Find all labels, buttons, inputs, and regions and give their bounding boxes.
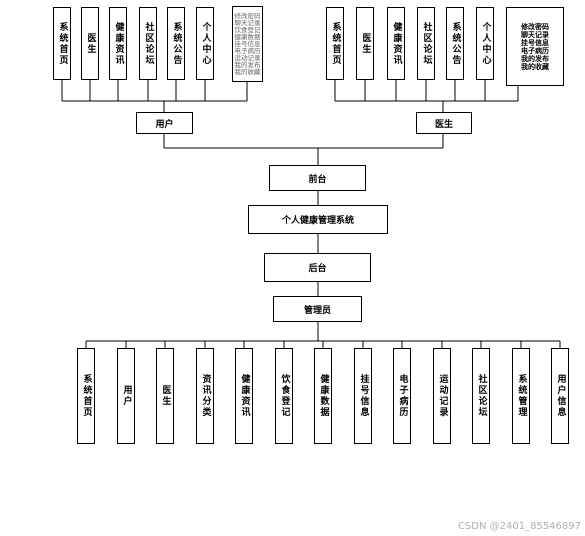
user-list-item: 聊天记录 [234, 18, 261, 27]
doctor-module-label: 医生 [360, 32, 371, 55]
doctor-module-label: 个人中心 [480, 21, 491, 66]
doctor-module-doctor: 医生 [356, 7, 374, 80]
admin-module-label: 挂号信息 [358, 374, 369, 418]
frontend-node-label: 前台 [308, 174, 327, 185]
admin-module-news-category: 资讯分类 [196, 348, 214, 444]
doctor-node-label: 医生 [434, 119, 453, 130]
admin-node-label: 管理员 [303, 305, 331, 316]
user-module-label: 医生 [85, 32, 96, 55]
user-list-item: 健康数据 [234, 32, 261, 41]
doctor-module-health-news: 健康资讯 [387, 7, 405, 80]
admin-module-label: 健康数据 [318, 374, 329, 418]
user-list-item: 挂号信息 [234, 39, 261, 48]
admin-module-home: 系统首页 [77, 348, 95, 444]
user-module-personal-center: 个人中心 [196, 7, 214, 80]
watermark: CSDN @2401_85546897 [457, 521, 581, 532]
admin-module-label: 医生 [160, 385, 171, 407]
user-list-item: 修改密码 [234, 11, 261, 20]
backend-node-label: 后台 [308, 264, 327, 274]
system-node: 个人健康管理系统 [248, 205, 388, 234]
user-module-label: 系统公告 [171, 21, 182, 66]
doctor-personal-list: 修改密码 聊天记录 挂号信息 电子病历 我的发布 我的收藏 [506, 7, 564, 86]
doctor-list-item: 修改密码 [521, 22, 549, 31]
user-module-label: 健康资讯 [113, 21, 124, 66]
admin-module-user-info: 用户信息 [551, 348, 569, 444]
doctor-module-label: 系统首页 [330, 21, 341, 66]
admin-module-label: 用户信息 [555, 374, 566, 418]
user-module-health-news: 健康资讯 [109, 7, 127, 80]
doctor-module-label: 社区论坛 [421, 21, 432, 66]
admin-module-doctor: 医生 [156, 348, 174, 444]
backend-node: 后台 [264, 253, 371, 282]
admin-module-health-news: 健康资讯 [235, 348, 253, 444]
user-list-item: 饮食登记 [234, 25, 261, 34]
doctor-module-label: 健康资讯 [391, 21, 402, 66]
user-module-label: 社区论坛 [143, 21, 154, 66]
admin-module-label: 用户 [121, 385, 132, 407]
admin-module-label: 运动记录 [437, 374, 448, 418]
user-node-label: 用户 [155, 119, 174, 130]
doctor-module-notice: 系统公告 [446, 7, 464, 80]
user-module-doctor: 医生 [81, 7, 99, 80]
admin-module-health-data: 健康数据 [314, 348, 332, 444]
user-personal-list: 修改密码 聊天记录 饮食登记 健康数据 挂号信息 电子病历 运动记录 我的发布 … [232, 6, 263, 82]
user-module-forum: 社区论坛 [139, 7, 157, 80]
admin-module-medical-record: 电子病历 [393, 348, 411, 444]
user-module-home: 系统首页 [53, 7, 71, 80]
admin-module-label: 系统首页 [81, 374, 92, 418]
admin-module-label: 社区论坛 [476, 374, 487, 418]
admin-module-system-management: 系统管理 [512, 348, 530, 444]
doctor-node: 医生 [416, 112, 472, 134]
admin-module-forum: 社区论坛 [472, 348, 490, 444]
admin-module-label: 健康资讯 [239, 374, 250, 418]
user-module-label: 个人中心 [200, 21, 211, 66]
doctor-list-item: 聊天记录 [521, 30, 549, 39]
user-list-item: 我的发布 [234, 60, 261, 69]
admin-module-registration: 挂号信息 [354, 348, 372, 444]
admin-module-exercise-record: 运动记录 [433, 348, 451, 444]
admin-module-label: 饮食登记 [279, 374, 290, 418]
user-list-item: 电子病历 [234, 46, 261, 55]
doctor-module-label: 系统公告 [450, 21, 461, 66]
user-list-item: 运动记录 [234, 53, 261, 62]
user-module-notice: 系统公告 [167, 7, 185, 80]
doctor-module-home: 系统首页 [326, 7, 344, 80]
system-node-label: 个人健康管理系统 [281, 216, 354, 226]
admin-module-user: 用户 [117, 348, 135, 444]
admin-module-label: 资讯分类 [200, 374, 211, 418]
doctor-list-item: 我的收藏 [521, 62, 549, 71]
admin-module-label: 电子病历 [397, 374, 408, 418]
doctor-module-personal-center: 个人中心 [476, 7, 494, 80]
admin-module-label: 系统管理 [516, 374, 527, 418]
doctor-list-item: 挂号信息 [521, 38, 549, 47]
admin-module-diet-record: 饮食登记 [275, 348, 293, 444]
user-module-label: 系统首页 [57, 21, 68, 66]
doctor-module-forum: 社区论坛 [417, 7, 435, 80]
admin-node: 管理员 [273, 296, 362, 322]
user-node: 用户 [136, 112, 193, 134]
doctor-list-item: 电子病历 [521, 46, 549, 55]
doctor-list-item: 我的发布 [521, 54, 549, 63]
user-list-item: 我的收藏 [234, 67, 261, 76]
frontend-node: 前台 [269, 165, 366, 191]
